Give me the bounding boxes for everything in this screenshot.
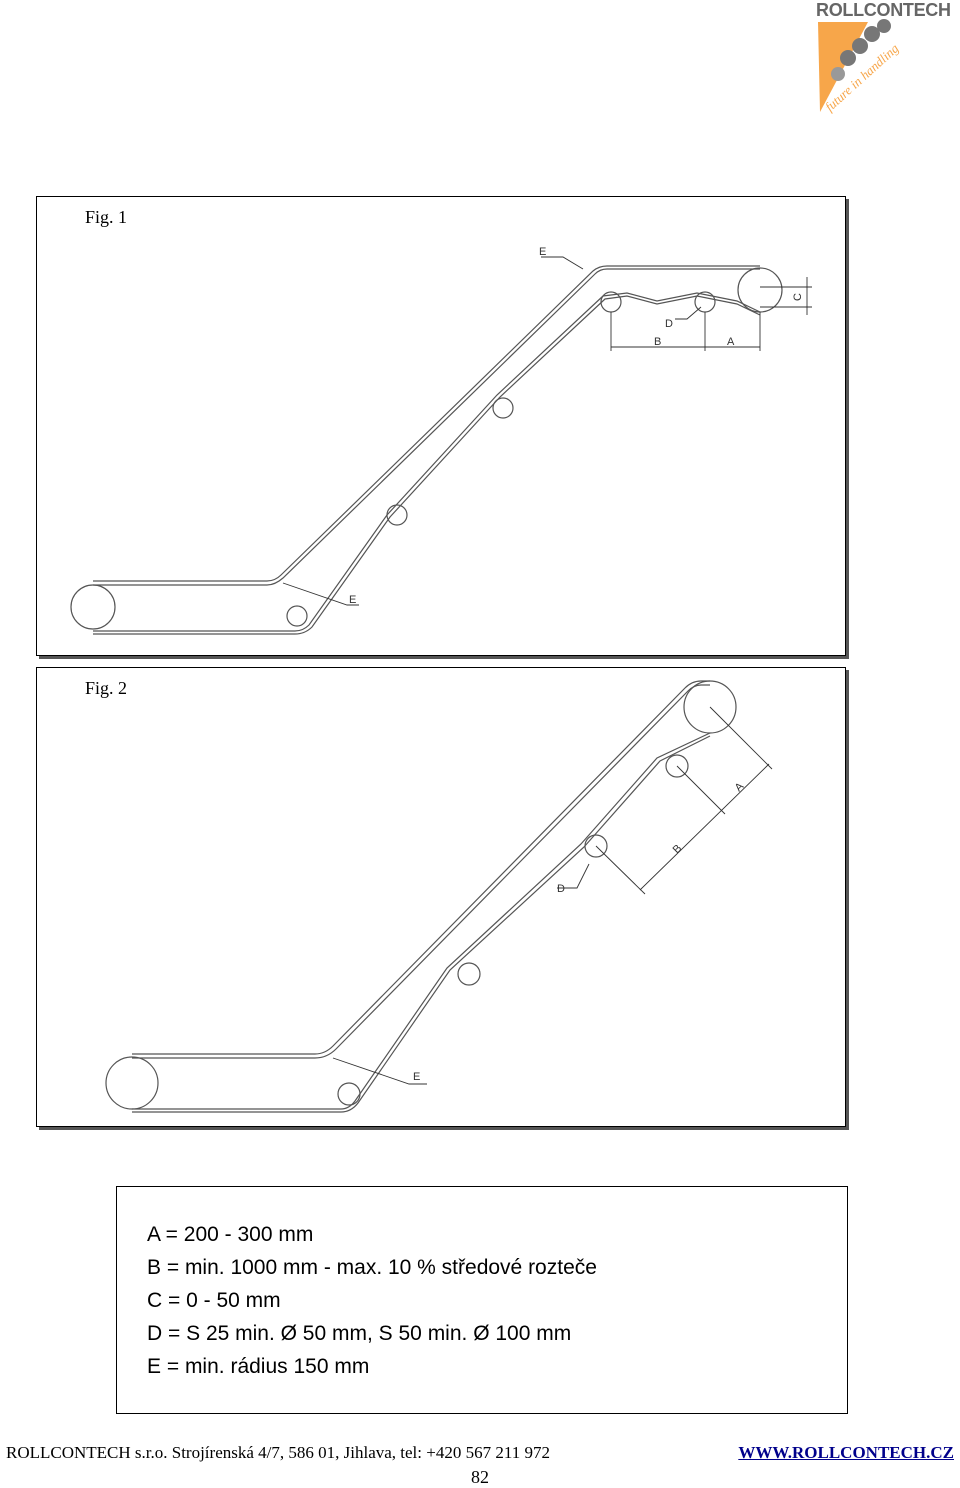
fig1-label-b: B — [654, 336, 661, 348]
legend-line-e: E = min. rádius 150 mm — [147, 1355, 370, 1378]
legend-line-d: D = S 25 min. Ø 50 mm, S 50 min. Ø 100 m… — [147, 1322, 572, 1345]
dimension-legend: A = 200 - 300 mm B = min. 1000 mm - max.… — [116, 1186, 848, 1414]
logo-graphic: future in handling — [818, 19, 902, 114]
fig1-label-e-bottom: E — [349, 594, 356, 606]
figure-2-panel: Fig. 2 D B A E — [36, 667, 846, 1127]
fig1-label-c: C — [792, 293, 804, 301]
footer-address: ROLLCONTECH s.r.o. Strojírenská 4/7, 586… — [6, 1443, 550, 1462]
fig1-label-a: A — [727, 336, 735, 348]
fig1-label-d: D — [665, 318, 673, 330]
logo-name: ROLLCONTECH — [816, 0, 951, 20]
figure-1-drawing: E E D B A C — [70, 246, 812, 635]
legend-line-b: B = min. 1000 mm - max. 10 % středové ro… — [147, 1256, 597, 1279]
fig2-label-d: D — [557, 883, 565, 895]
fig1-label-e-top: E — [539, 246, 546, 258]
fig2-label-a: A — [733, 780, 747, 794]
company-logo: future in handling ROLLCONTECH — [808, 0, 958, 118]
figure-1-label: Fig. 1 — [85, 207, 128, 227]
legend-line-a: A = 200 - 300 mm — [147, 1223, 314, 1246]
figure-1-panel: Fig. 1 — [36, 196, 846, 656]
fig2-label-b: B — [671, 842, 685, 856]
figure-2-label: Fig. 2 — [85, 678, 128, 698]
footer-website-link[interactable]: WWW.ROLLCONTECH.CZ — [738, 1443, 954, 1462]
figure-2-drawing: D B A E — [105, 680, 773, 1113]
fig2-label-e: E — [413, 1071, 420, 1083]
legend-line-c: C = 0 - 50 mm — [147, 1289, 281, 1312]
page-number: 82 — [471, 1467, 489, 1487]
